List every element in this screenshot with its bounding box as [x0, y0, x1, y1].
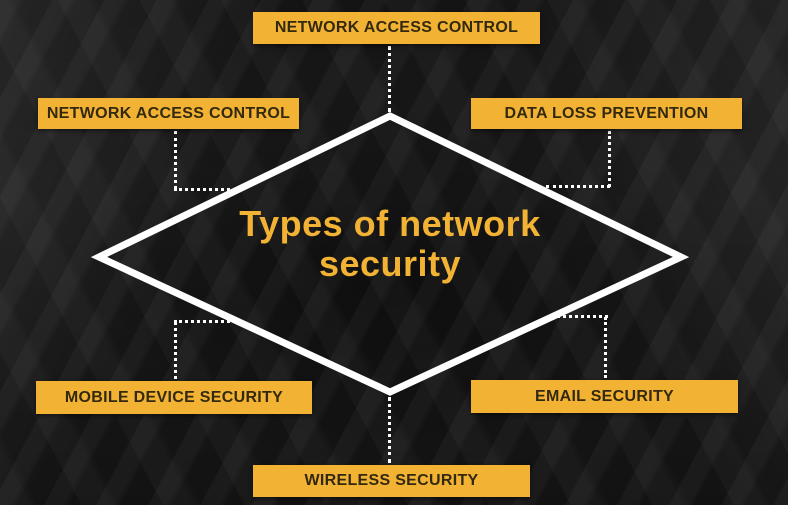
diagram-title-line2: security: [318, 243, 462, 284]
label-box-upper-right: DATA LOSS PREVENTION: [471, 98, 742, 129]
label-text: NETWORK ACCESS CONTROL: [46, 104, 291, 122]
connector-upper-right-horizontal: [546, 185, 610, 188]
connector-lower-right-vertical: [604, 317, 607, 378]
connector-bottom-vertical: [388, 397, 391, 463]
diagram-title-line1: Types of network: [239, 203, 541, 244]
label-box-bottom: WIRELESS SECURITY: [253, 465, 530, 497]
connector-upper-left-horizontal: [174, 188, 230, 191]
connector-top-vertical: [388, 46, 391, 112]
connector-lower-left-vertical: [174, 322, 177, 379]
label-text: NETWORK ACCESS CONTROL: [274, 19, 519, 36]
label-text: WIRELESS SECURITY: [304, 472, 479, 489]
label-box-lower-right: EMAIL SECURITY: [471, 380, 738, 413]
connector-lower-right-horizontal: [552, 315, 608, 318]
diagram-title: Types of network security: [100, 204, 680, 284]
connector-lower-left-horizontal: [174, 320, 230, 323]
label-box-lower-left: MOBILE DEVICE SECURITY: [36, 381, 312, 414]
label-text: MOBILE DEVICE SECURITY: [64, 388, 284, 406]
label-box-upper-left: NETWORK ACCESS CONTROL: [38, 98, 299, 129]
connector-upper-right-vertical: [608, 131, 611, 187]
connector-upper-left-vertical: [174, 131, 177, 189]
label-text: EMAIL SECURITY: [534, 387, 675, 405]
label-text: DATA LOSS PREVENTION: [504, 104, 709, 122]
label-box-top: NETWORK ACCESS CONTROL: [253, 12, 540, 44]
